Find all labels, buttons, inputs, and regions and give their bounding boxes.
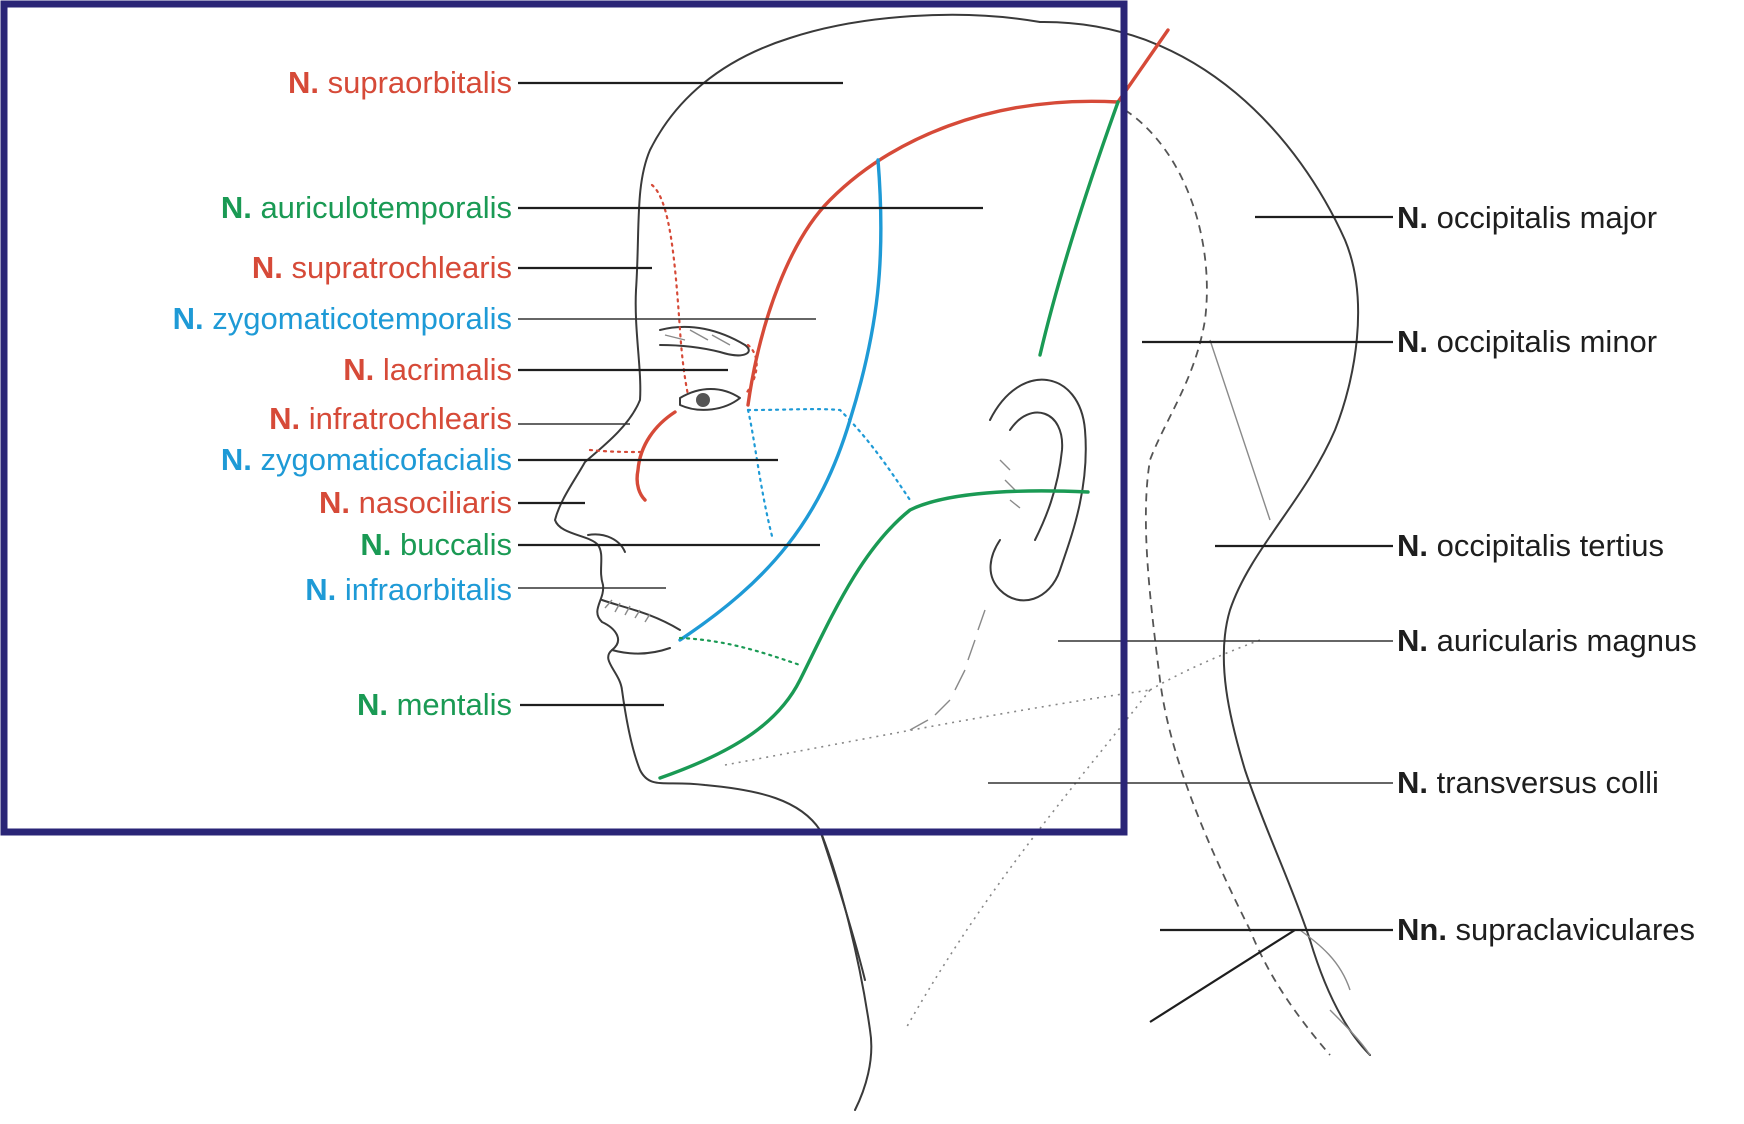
jaw-stubble — [910, 610, 985, 730]
right-labels: N. occipitalis major N. occipitalis mino… — [1397, 200, 1697, 947]
buccalis-nerve — [660, 491, 1088, 778]
label-supratrochlearis: N. supratrochlearis — [252, 250, 512, 285]
label-name: nasociliaris — [350, 485, 512, 520]
eye — [680, 389, 740, 410]
face-profile-line — [555, 15, 1040, 1110]
zygomaticofacialis-dotted — [748, 409, 910, 500]
label-occipitalis-tertius: N. occipitalis tertius — [1397, 528, 1664, 563]
label-prefix: N. — [252, 250, 283, 285]
occipital-nerve-dashed — [1125, 110, 1330, 1055]
left-labels: N. supraorbitalis N. auriculotemporalis … — [173, 65, 512, 722]
label-mentalis: N. mentalis — [357, 687, 512, 722]
label-name: occipitalis tertius — [1428, 528, 1664, 563]
label-prefix: N. — [1397, 765, 1428, 800]
label-supraorbitalis: N. supraorbitalis — [288, 65, 512, 100]
label-prefix: N. — [305, 572, 336, 607]
supraorbitalis-nerve — [748, 101, 1118, 405]
label-name: supraorbitalis — [319, 65, 512, 100]
label-supraclaviculares: Nn. supraclaviculares — [1397, 912, 1695, 947]
label-name: zygomaticotemporalis — [204, 301, 512, 336]
label-prefix: N. — [221, 442, 252, 477]
label-buccalis: N. buccalis — [360, 527, 512, 562]
infraorbitalis-dotted — [748, 410, 773, 540]
label-prefix: N. — [319, 485, 350, 520]
label-prefix: N. — [1397, 324, 1428, 359]
throat-line — [820, 830, 865, 980]
highlight-frame — [4, 4, 1124, 832]
label-name: mentalis — [388, 687, 512, 722]
back-of-head-line — [1040, 22, 1370, 1055]
upper-lip — [602, 600, 680, 630]
label-name: occipitalis minor — [1428, 324, 1657, 359]
label-lacrimalis: N. lacrimalis — [343, 352, 512, 387]
label-name: supratrochlearis — [283, 250, 512, 285]
label-nasociliaris: N. nasociliaris — [319, 485, 512, 520]
head-outline — [555, 15, 1370, 1110]
label-prefix: N. — [343, 352, 374, 387]
lower-lip — [612, 648, 670, 654]
green-nerves — [660, 102, 1118, 778]
label-name: auriculotemporalis — [252, 190, 512, 225]
label-prefix: N. — [360, 527, 391, 562]
label-prefix: N. — [1397, 623, 1428, 658]
auriculotemporalis-nerve — [1040, 102, 1118, 355]
trapezius-contour — [1210, 340, 1270, 520]
label-occipitalis-major: N. occipitalis major — [1397, 200, 1657, 235]
label-name: lacrimalis — [374, 352, 512, 387]
mentalis-dotted — [680, 638, 800, 665]
right-leader-lines — [988, 217, 1393, 1022]
label-prefix: N. — [288, 65, 319, 100]
supratrochlearis-dotted — [652, 185, 688, 395]
label-name: auricularis magnus — [1428, 623, 1697, 658]
label-prefix: N. — [221, 190, 252, 225]
nasociliaris-nerve — [637, 412, 675, 500]
label-name: zygomaticofacialis — [252, 442, 512, 477]
nostril — [588, 534, 625, 552]
label-name: transversus colli — [1428, 765, 1659, 800]
label-zygomaticotemporalis: N. zygomaticotemporalis — [173, 301, 512, 336]
label-prefix: N. — [1397, 528, 1428, 563]
label-prefix: N. — [173, 301, 204, 336]
pupil — [696, 393, 710, 407]
label-auricularis-magnus: N. auricularis magnus — [1397, 623, 1697, 658]
label-auriculotemporalis: N. auriculotemporalis — [221, 190, 512, 225]
label-transversus-colli: N. transversus colli — [1397, 765, 1659, 800]
label-name: occipitalis major — [1428, 200, 1657, 235]
label-name: supraclaviculares — [1447, 912, 1695, 947]
label-prefix: Nn. — [1397, 912, 1447, 947]
label-name: buccalis — [391, 527, 512, 562]
eyebrow — [660, 327, 749, 355]
facial-features — [588, 327, 985, 730]
label-name: infratrochlearis — [300, 401, 512, 436]
label-prefix: N. — [357, 687, 388, 722]
great-auricular-dotted — [1150, 640, 1260, 690]
ear-inner — [1010, 413, 1062, 540]
label-infratrochlearis: N. infratrochlearis — [269, 401, 512, 436]
label-zygomaticofacialis: N. zygomaticofacialis — [221, 442, 512, 477]
label-occipitalis-minor: N. occipitalis minor — [1397, 324, 1657, 359]
ear-shade — [1000, 460, 1020, 508]
cervical-branch-dotted-2 — [905, 690, 1150, 1030]
label-name: infraorbitalis — [336, 572, 512, 607]
zygomaticotemporalis-nerve — [680, 160, 881, 640]
label-prefix: N. — [1397, 200, 1428, 235]
infratrochlearis-dotted — [590, 450, 640, 452]
label-prefix: N. — [269, 401, 300, 436]
blue-nerves — [680, 160, 910, 640]
label-infraorbitalis: N. infraorbitalis — [305, 572, 512, 607]
